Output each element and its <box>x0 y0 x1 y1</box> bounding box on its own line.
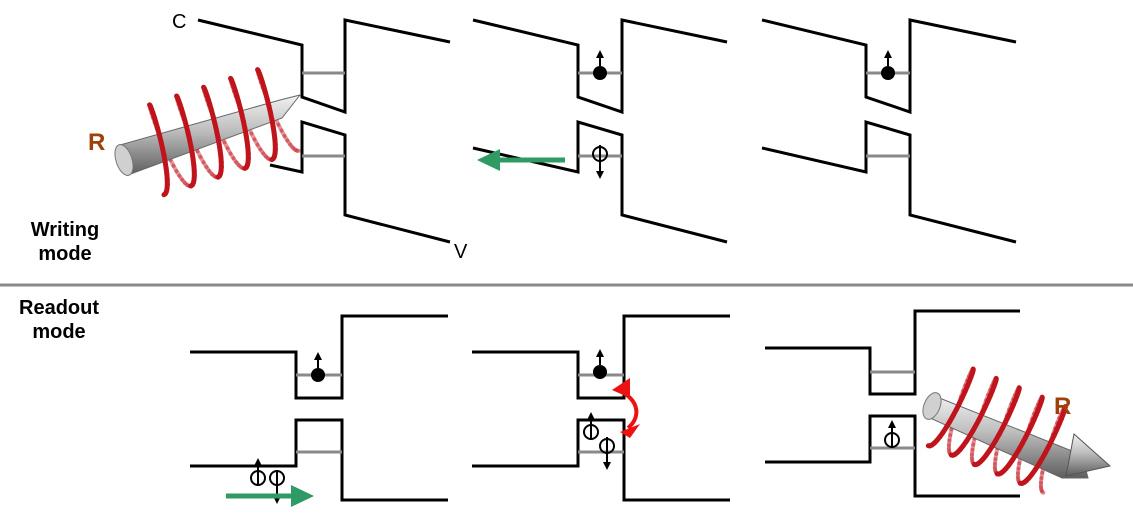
valence-band <box>472 420 730 500</box>
electron-spin-up <box>593 54 607 80</box>
readout-panel-1 <box>190 316 448 500</box>
readout-panel-3 <box>765 311 1020 496</box>
radiation-beam-readout <box>919 369 1110 493</box>
electron-spin-up <box>593 353 607 379</box>
hole-pair <box>584 416 614 466</box>
readout-mode-label: Readout mode <box>4 296 114 344</box>
writing-panel-3 <box>762 20 1016 242</box>
electron-spin-up <box>311 356 325 382</box>
writing-mode-label: Writing mode <box>10 218 120 266</box>
readout-panel-2 <box>472 316 730 500</box>
valence-band <box>473 122 727 242</box>
beam-arrowhead <box>1066 434 1110 476</box>
radiation-label-writing: R <box>88 129 105 156</box>
conduction-band <box>765 311 1020 394</box>
writing-panel-2 <box>473 20 727 242</box>
electron-spin-up <box>881 54 895 80</box>
hole-drift-arrow <box>226 485 314 507</box>
recombination-arrow <box>612 378 640 438</box>
helix-segment <box>1042 492 1043 493</box>
conduction-band-label: C <box>172 11 186 33</box>
valence-band <box>762 122 1016 242</box>
radiation-beam-writing <box>111 70 300 195</box>
hole-spin-down <box>593 145 607 175</box>
hole-spin-up <box>885 424 899 448</box>
valence-band-label: V <box>454 241 468 263</box>
radiation-label-readout: R <box>1054 393 1071 420</box>
valence-band <box>190 420 448 500</box>
valence-band <box>270 122 450 242</box>
